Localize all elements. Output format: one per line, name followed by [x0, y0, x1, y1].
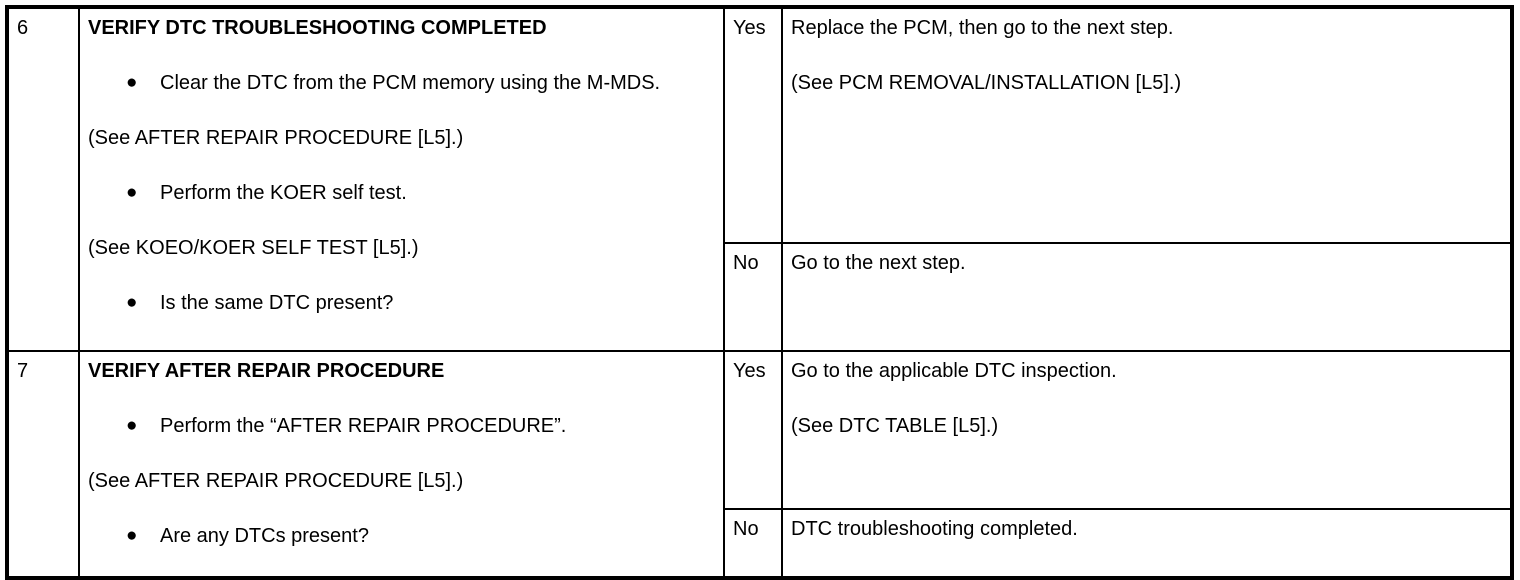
bullet-icon: ●	[126, 72, 138, 93]
action-item-note: (See KOEO/KOER SELF TEST [L5].)	[88, 237, 419, 259]
bullet-icon: ●	[126, 182, 138, 203]
answer-cell-yes: Yes	[723, 6, 783, 244]
answer-cell-yes: Yes	[723, 349, 783, 511]
table-row-step-7-no: No DTC troubleshooting completed.	[7, 508, 1513, 579]
table-row-step-6-no: No Go to the next step.	[7, 242, 1513, 352]
action-item-note: (See AFTER REPAIR PROCEDURE [L5].)	[88, 127, 464, 149]
step-number-cell: 6	[6, 6, 80, 352]
bullet-icon: ●	[126, 415, 138, 436]
action-item-note: (See AFTER REPAIR PROCEDURE [L5].)	[88, 470, 464, 492]
step-number-cell: 7	[6, 350, 80, 579]
result-text: Go to the applicable DTC inspection.	[791, 360, 1117, 382]
result-cell: DTC troubleshooting completed.	[781, 508, 1513, 579]
result-text: Replace the PCM, then go to the next ste…	[791, 17, 1174, 39]
action-list-item: ● Perform the KOER self test.	[126, 176, 717, 210]
table-row-step-6: 6 VERIFY DTC TROUBLESHOOTING COMPLETED ●…	[6, 6, 1513, 352]
action-list-item: ● Is the same DTC present?	[126, 286, 717, 320]
result-cell: Go to the applicable DTC inspection. (Se…	[781, 349, 1513, 511]
action-list-item: ● Perform the “AFTER REPAIR PROCEDURE”.	[126, 409, 717, 443]
result-note: (See PCM REMOVAL/INSTALLATION [L5].)	[791, 72, 1182, 94]
action-item-text: Are any DTCs present?	[160, 525, 369, 547]
action-item-text: Perform the “AFTER REPAIR PROCEDURE”.	[160, 415, 567, 437]
action-item-text: Clear the DTC from the PCM memory using …	[160, 72, 661, 94]
action-list-item: ● Are any DTCs present?	[126, 519, 717, 553]
action-item-text: Is the same DTC present?	[160, 292, 394, 314]
action-cell: VERIFY DTC TROUBLESHOOTING COMPLETED ● C…	[78, 6, 725, 352]
answer-cell-no: No	[723, 242, 783, 352]
action-title: VERIFY AFTER REPAIR PROCEDURE	[88, 360, 445, 382]
result-cell: Replace the PCM, then go to the next ste…	[781, 6, 1513, 244]
table-row-step-7: 7 VERIFY AFTER REPAIR PROCEDURE ● Perfor…	[6, 349, 1513, 579]
result-cell: Go to the next step.	[781, 242, 1513, 352]
bullet-icon: ●	[126, 292, 138, 313]
result-text: Go to the next step.	[791, 252, 966, 274]
bullet-icon: ●	[126, 525, 138, 546]
result-text: DTC troubleshooting completed.	[791, 518, 1078, 541]
result-note: (See DTC TABLE [L5].)	[791, 415, 999, 437]
action-cell: VERIFY AFTER REPAIR PROCEDURE ● Perform …	[78, 350, 725, 579]
action-item-text: Perform the KOER self test.	[160, 182, 407, 204]
action-list-item: ● Clear the DTC from the PCM memory usin…	[126, 66, 717, 100]
dtc-troubleshooting-table: 6 VERIFY DTC TROUBLESHOOTING COMPLETED ●…	[5, 5, 1514, 580]
action-title: VERIFY DTC TROUBLESHOOTING COMPLETED	[88, 17, 547, 39]
